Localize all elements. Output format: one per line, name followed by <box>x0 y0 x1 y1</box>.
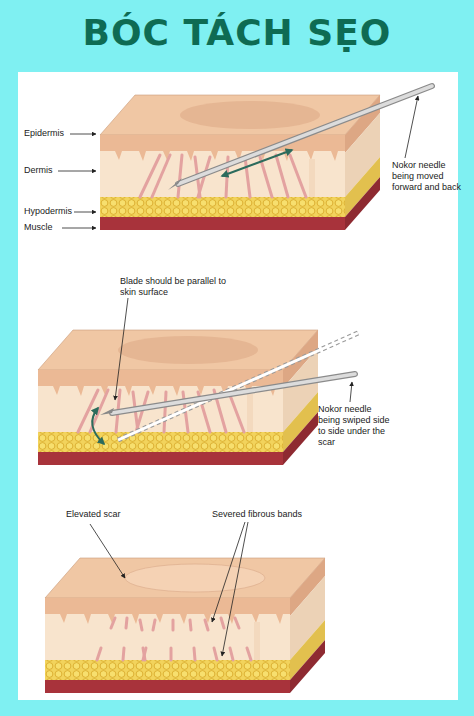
skin-block-2 <box>38 330 318 465</box>
annotation-label: Elevated scar <box>66 509 166 520</box>
leader-lines-3 <box>90 522 248 656</box>
skin-block-3 <box>45 558 325 693</box>
annotation-label: Nokor needle being moved forward and bac… <box>392 160 462 193</box>
annotation-label: Dermis <box>24 165 84 176</box>
annotation-label: Hypodermis <box>24 206 84 217</box>
annotation-label: Epidermis <box>24 128 84 139</box>
annotation-label: Blade should be parallel to skin surface <box>120 276 240 298</box>
leader-lines-2 <box>115 298 352 402</box>
title: BÓC TÁCH SẸO <box>0 12 474 53</box>
annotation-label: Muscle <box>24 222 84 233</box>
annotation-label: Nokor needle being swiped side to side u… <box>318 404 396 448</box>
annotation-label: Severed fibrous bands <box>212 509 332 520</box>
leader-lines-1 <box>58 96 418 228</box>
